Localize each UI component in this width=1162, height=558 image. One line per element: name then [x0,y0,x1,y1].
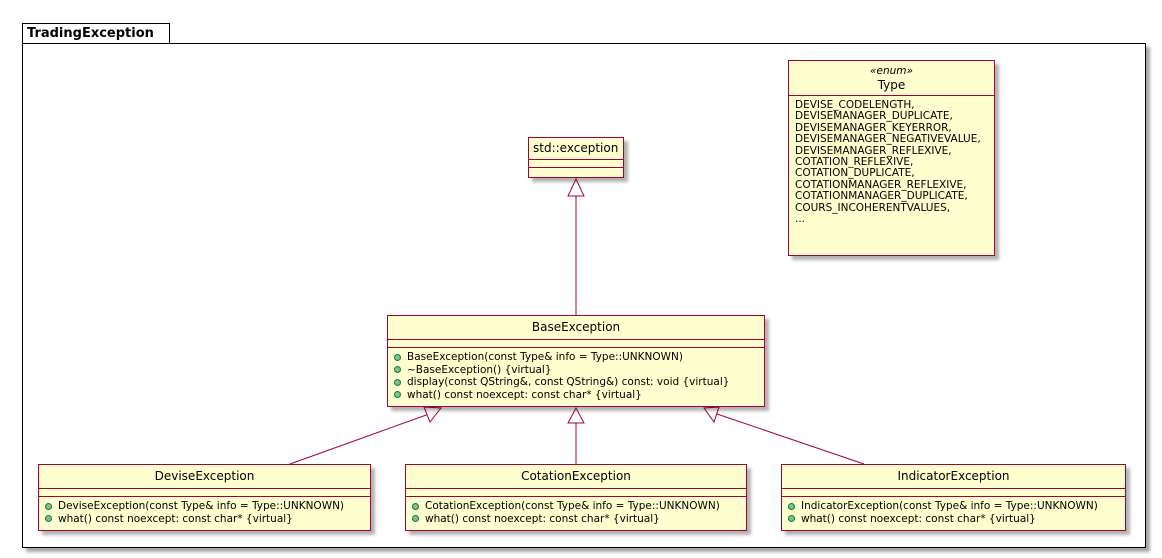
std-exception-name: std::exception [533,141,619,155]
link-indicator-to-base [716,413,865,465]
public-visibility-icon [394,378,401,386]
method-row: IndicatorException(const Type& info = Ty… [788,500,1119,513]
method-row: BaseException(const Type& info = Type::U… [394,351,758,364]
arrowhead-base-from-cotation [567,406,585,424]
method-row: what() const noexcept: const char* {virt… [412,513,740,526]
enum-value: DEVISE_CODELENGTH, [795,99,988,111]
enum-value: DEVISEMANAGER_DUPLICATE, [795,110,988,123]
enum-value: COTATION_REFLEXIVE, [795,156,988,169]
indicator-exception-box: IndicatorException IndicatorException(co… [781,464,1126,531]
public-visibility-icon [412,515,419,523]
enum-value-text: DEVISEMANAGER_REFLEXIVE, [795,144,952,157]
arrowhead-std-exception [567,177,585,197]
enum-value-text: DEVISEMANAGER_KEYERROR, [795,121,952,134]
method-row: what() const noexcept: const char* {virt… [788,513,1119,526]
method-row-text: what() const noexcept: const char* {virt… [801,512,1036,525]
method-row: DeviseException(const Type& info = Type:… [45,500,364,513]
enum-name: Type [877,78,906,92]
enum-value-text: COTATIONMANAGER_DUPLICATE, [795,190,968,203]
indicator-exception-methods: IndicatorException(const Type& info = Ty… [782,497,1125,528]
enum-value: DEVISEMANAGER_NEGATIVEVALUE, [795,133,988,146]
enum-value: COURS_INCOHERENTVALUES, [795,201,988,214]
devise-exception-name: DeviseException [154,469,255,483]
enum-value: DEVISEMANAGER_KEYERROR, [795,121,988,134]
method-row: ~BaseException() {virtual} [394,364,758,377]
enum-value: ... [795,213,988,226]
enum-value: COTATION_DUPLICATE, [795,167,988,180]
base-exception-name: BaseException [531,320,621,334]
method-row: what() const noexcept: const char* {virt… [45,513,364,526]
method-row-text: what() const noexcept: const char* {virt… [425,512,660,525]
cotation-exception-box: CotationException CotationException(cons… [405,464,747,531]
arrowhead-base-from-indicator [703,406,720,424]
enum-value: COTATIONMANAGER_DUPLICATE, [795,190,988,203]
package-tab: TradingException [22,23,170,43]
enum-value: DEVISEMANAGER_REFLEXIVE, [795,144,988,157]
link-devise-to-base [289,413,430,465]
public-visibility-icon [45,515,52,523]
enum-value-text: COTATION_DUPLICATE, [795,167,915,180]
public-visibility-icon [788,502,795,510]
public-visibility-icon [45,502,52,510]
method-row-text: ~BaseException() {virtual} [407,363,552,376]
method-row-text: IndicatorException(const Type& info = Ty… [801,500,1098,512]
method-row: CotationException(const Type& info = Typ… [412,500,740,513]
public-visibility-icon [394,353,401,361]
public-visibility-icon [412,502,419,510]
public-visibility-icon [788,515,795,523]
public-visibility-icon [394,366,401,374]
enum-value-text: COTATIONMANAGER_REFLEXIVE, [795,178,967,191]
base-exception-methods: BaseException(const Type& info = Type::U… [388,348,764,404]
enum-value-text: DEVISEMANAGER_NEGATIVEVALUE, [795,133,981,146]
method-row-text: DeviseException(const Type& info = Type:… [58,500,345,512]
enum-value-text: DEVISEMANAGER_DUPLICATE, [795,110,953,123]
enum-stereotype: «enum» [870,65,913,77]
public-visibility-icon [394,391,401,399]
method-row-text: what() const noexcept: const char* {virt… [407,388,642,401]
enum-value-text: DEVISE_CODELENGTH, [795,99,915,111]
method-row-text: BaseException(const Type& info = Type::U… [407,351,683,363]
arrowhead-base-from-devise [423,406,442,423]
method-row-text: CotationException(const Type& info = Typ… [425,500,720,512]
enum-value-text: ... [795,213,806,226]
base-exception-box: BaseException BaseException(const Type& … [387,315,765,407]
devise-exception-box: DeviseException DeviseException(const Ty… [38,464,371,531]
devise-exception-methods: DeviseException(const Type& info = Type:… [39,497,370,528]
enum-value: COTATIONMANAGER_REFLEXIVE, [795,178,988,191]
enum-type-box: «enum» Type DEVISE_CODELENGTH,DEVISEMANA… [788,60,995,256]
indicator-exception-name: IndicatorException [897,469,1010,483]
cotation-exception-methods: CotationException(const Type& info = Typ… [406,497,746,528]
cotation-exception-name: CotationException [521,469,631,483]
method-row-text: what() const noexcept: const char* {virt… [58,512,293,525]
enum-values: DEVISE_CODELENGTH,DEVISEMANAGER_DUPLICAT… [789,96,994,229]
std-exception-box: std::exception [528,137,624,178]
method-row: what() const noexcept: const char* {virt… [394,389,758,402]
enum-value-text: COURS_INCOHERENTVALUES, [795,201,951,214]
method-row-text: display(const QString&, const QString&) … [407,376,730,388]
method-row: display(const QString&, const QString&) … [394,376,758,389]
enum-value-text: COTATION_REFLEXIVE, [795,156,914,169]
package-name: TradingException [27,26,154,41]
